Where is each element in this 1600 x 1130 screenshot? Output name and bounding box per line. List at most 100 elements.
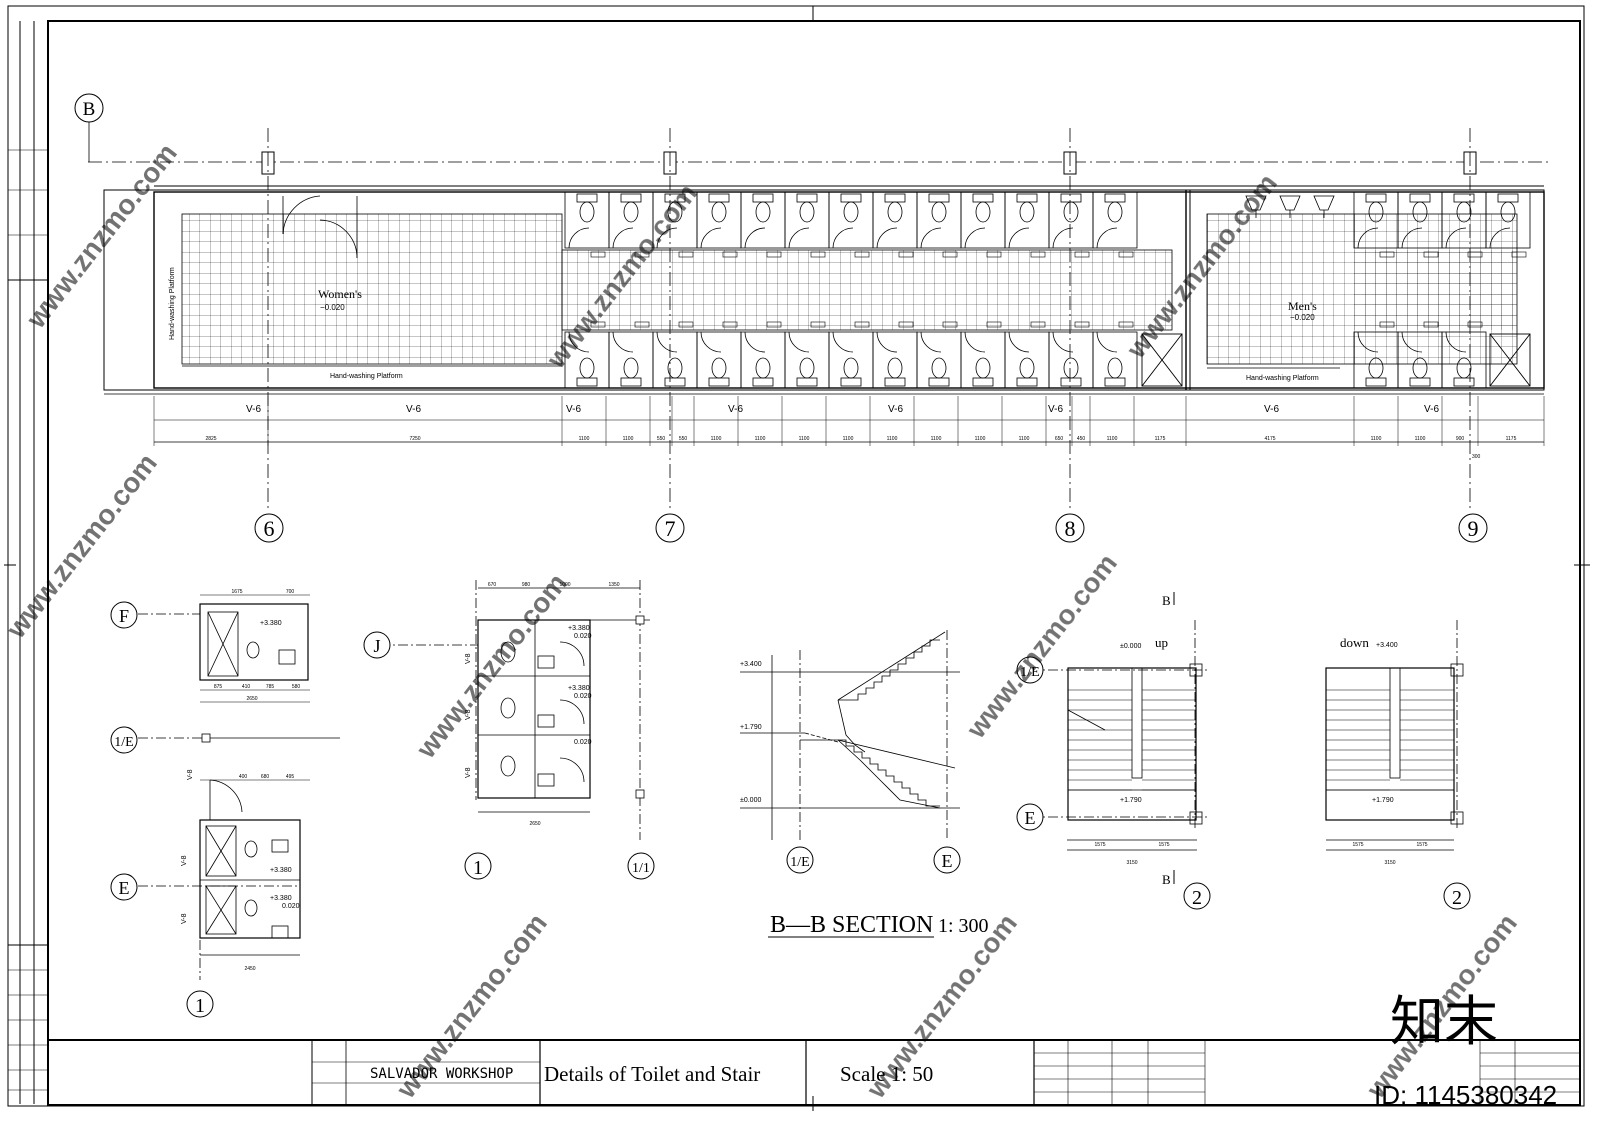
dim-value: 1100 [755, 436, 766, 442]
axis-e-label: E [119, 878, 130, 898]
watermark-brand: 知末 [1390, 992, 1498, 1052]
dim-value: 1100 [711, 436, 722, 442]
axis-bubble-8: 8 [1055, 513, 1085, 543]
window-tags: V-6 V-6 V-6 V-6 V-6 V-6 V-6 V-6 [246, 404, 1439, 415]
sec-axis-e: E [942, 851, 953, 871]
stall-top [1441, 191, 1487, 258]
axis-bubble-9: 9 [1458, 513, 1488, 543]
stair-treads-down [1326, 689, 1454, 791]
dl-tag-1: V-8 [187, 769, 194, 780]
stair-treads-up [1068, 689, 1196, 791]
window-tag-3: V-6 [566, 404, 581, 415]
detail-left: F 1/E E 1 +3.380 +3.380 +3.380 0.020 V-8… [110, 589, 340, 1018]
stall-bottom [696, 321, 742, 389]
cut-mark-bottom: B [1162, 872, 1171, 887]
dl-tag-3: V-8 [181, 913, 188, 924]
cut-mark-top: B [1162, 593, 1171, 608]
stair-up-axis-e: E [1025, 808, 1036, 828]
stall-bottom [960, 321, 1006, 389]
section-scale: 1: 300 [938, 915, 989, 937]
dm-dim-total: 2650 [529, 821, 540, 827]
dim-value: 1100 [579, 436, 590, 442]
dl-dim-mid-2: 680 [261, 774, 270, 780]
stall-top [1048, 191, 1094, 258]
stall-top [1004, 191, 1050, 258]
axis-1-label: 1 [195, 995, 205, 1017]
stall-top [1485, 191, 1531, 258]
stair-down-total: 3150 [1384, 860, 1395, 866]
dim-value: 1175 [1506, 436, 1517, 442]
men-level: −0.020 [1290, 313, 1315, 322]
sec-level-mid: +1.790 [740, 724, 762, 731]
window-tag-5: V-6 [888, 404, 903, 415]
dl-dim-total2: 2450 [244, 966, 255, 972]
dm-dim-1: 670 [488, 582, 497, 588]
dl-dim-mid-1: 400 [239, 774, 248, 780]
detail-middle: J 1 1/1 +3.380 0.020 +3.380 0.020 0.020 … [363, 580, 655, 880]
axis-1e-label: 1/E [114, 735, 133, 750]
urinal [1279, 195, 1301, 218]
urinal [1245, 195, 1267, 218]
dm-dim-2: 980 [522, 582, 531, 588]
axis-9-label: 9 [1468, 516, 1479, 541]
company-name: SALVADOR WORKSHOP [370, 1066, 513, 1082]
stall-bottom [1048, 321, 1094, 389]
stair-plan-up: up ±0.000 +1.790 1/E E 2 B B 1575 1575 3… [1016, 592, 1211, 910]
sec-axis-1e: 1/E [790, 855, 809, 870]
women-tile-floor [181, 213, 1518, 365]
stall-top [784, 191, 830, 258]
stall-bottom [828, 321, 874, 389]
stall-top [1092, 191, 1138, 258]
dim-value: 2825 [205, 436, 216, 442]
stair-down-label: down [1340, 635, 1369, 650]
dl-dim-b-1: 875 [214, 684, 223, 690]
stair-up-level-top: ±0.000 [1120, 643, 1141, 650]
dim-value: 650 [1055, 436, 1064, 442]
dm-dim-4: 1350 [608, 582, 619, 588]
dim-value: 1100 [1107, 436, 1118, 442]
stall-bottom [916, 321, 962, 389]
stair-down-level-top: +3.400 [1376, 642, 1398, 649]
section-title: B—B SECTION [770, 912, 933, 938]
dm-level-1: +3.380 [568, 625, 590, 632]
window-tag-2: V-6 [406, 404, 421, 415]
stall-top [828, 191, 874, 258]
axis-b-label: B [83, 99, 96, 120]
shaft-boxes [1141, 333, 1531, 387]
stair-down-axis-2: 2 [1452, 887, 1462, 909]
stall-bottom [1441, 321, 1487, 389]
dl-dim-b-4: 580 [292, 684, 301, 690]
women-level: −0.020 [320, 303, 345, 312]
watermark-id: ID: 1145380342 [1374, 1080, 1557, 1110]
stair-down-dim-1: 1575 [1352, 842, 1363, 848]
sec-level-top: +3.400 [740, 661, 762, 668]
dim-value: 1100 [843, 436, 854, 442]
dim-value: 1100 [799, 436, 810, 442]
window-tag-6: V-6 [1048, 404, 1063, 415]
axis-6-label: 6 [264, 516, 275, 541]
dm-level-3: +3.380 [568, 685, 590, 692]
dm-level-4: 0.020 [574, 693, 592, 700]
stall-bottom [872, 321, 918, 389]
stair-up-dim-1: 1575 [1094, 842, 1105, 848]
axis-dm-1-label: 1 [473, 857, 483, 879]
platform-men-label: Hand-washing Platform [1246, 375, 1319, 382]
urinal [1313, 195, 1335, 218]
sheet-frame [4, 5, 1590, 1111]
dim-value: 900 [1456, 436, 1465, 442]
dl-dim-top-2: 700 [286, 589, 295, 595]
dl-level-1: +3.380 [260, 620, 282, 627]
title-block: SALVADOR WORKSHOP Details of Toilet and … [48, 1039, 1580, 1105]
stair-up-level-mid: +1.790 [1120, 797, 1142, 804]
watermark-text-6: www.znzmo.com [960, 548, 1123, 745]
dl-level-sub: 0.020 [282, 903, 300, 910]
dm-tag-3: V-8 [465, 767, 472, 778]
plan-axis-vertical-lines [267, 128, 1471, 510]
dim-value: 550 [679, 436, 688, 442]
stair-up-total: 3150 [1126, 860, 1137, 866]
platform-side-label: Hand-washing Platform [169, 267, 176, 340]
stair-up-axis-2: 2 [1192, 887, 1202, 909]
dim-value: 1100 [1371, 436, 1382, 442]
stall-top [960, 191, 1006, 258]
